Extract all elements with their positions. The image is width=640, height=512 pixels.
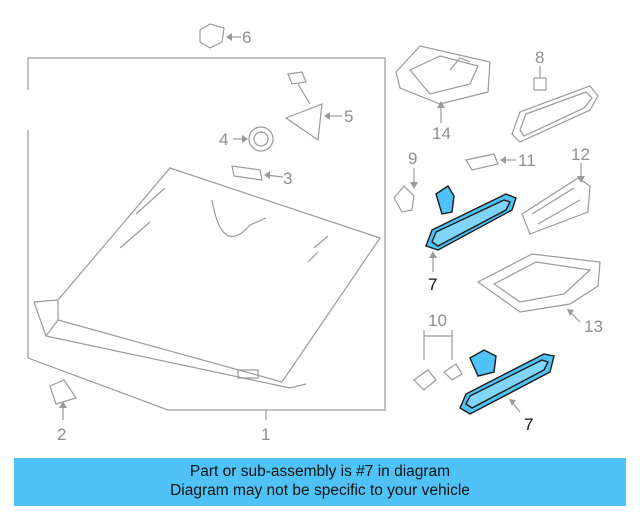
part-2 [49, 379, 77, 420]
callout-7-lower: 7 [524, 415, 533, 434]
callout-8: 8 [535, 48, 544, 67]
banner-line-2: Diagram may not be specific to your vehi… [170, 482, 470, 499]
callout-1: 1 [261, 425, 270, 444]
callout-3: 3 [283, 169, 292, 188]
callout-11: 11 [518, 151, 536, 170]
part-12 [521, 163, 591, 235]
callout-14: 14 [432, 124, 451, 143]
part-6 [199, 23, 241, 49]
part-9 [393, 168, 418, 213]
part-5 [284, 71, 342, 142]
callout-12: 12 [571, 145, 590, 164]
callout-2: 2 [57, 425, 66, 444]
callout-4: 4 [219, 130, 228, 149]
parts-diagram: 1 2 3 4 5 6 7 7 8 9 10 11 12 13 14 [27, 23, 603, 444]
info-banner: Part or sub-assembly is #7 in diagram Di… [14, 458, 626, 506]
part-11 [465, 153, 516, 171]
part-13 [476, 253, 601, 323]
callout-5: 5 [344, 107, 353, 126]
windshield-glass [33, 167, 381, 389]
callout-9: 9 [408, 149, 417, 168]
part-10 [413, 330, 463, 391]
part-7-mirror-lower [459, 349, 555, 415]
windshield-frame [27, 57, 386, 411]
part-7-mirror-upper [425, 185, 517, 272]
callout-13: 13 [584, 317, 603, 336]
part-14 [395, 45, 491, 123]
callout-7-upper: 7 [428, 275, 437, 294]
banner-line-1: Part or sub-assembly is #7 in diagram [189, 463, 451, 480]
callout-10: 10 [428, 311, 447, 330]
callout-6: 6 [242, 28, 251, 47]
part-8 [511, 66, 599, 143]
part-4 [233, 126, 274, 152]
part-3 [231, 165, 284, 181]
